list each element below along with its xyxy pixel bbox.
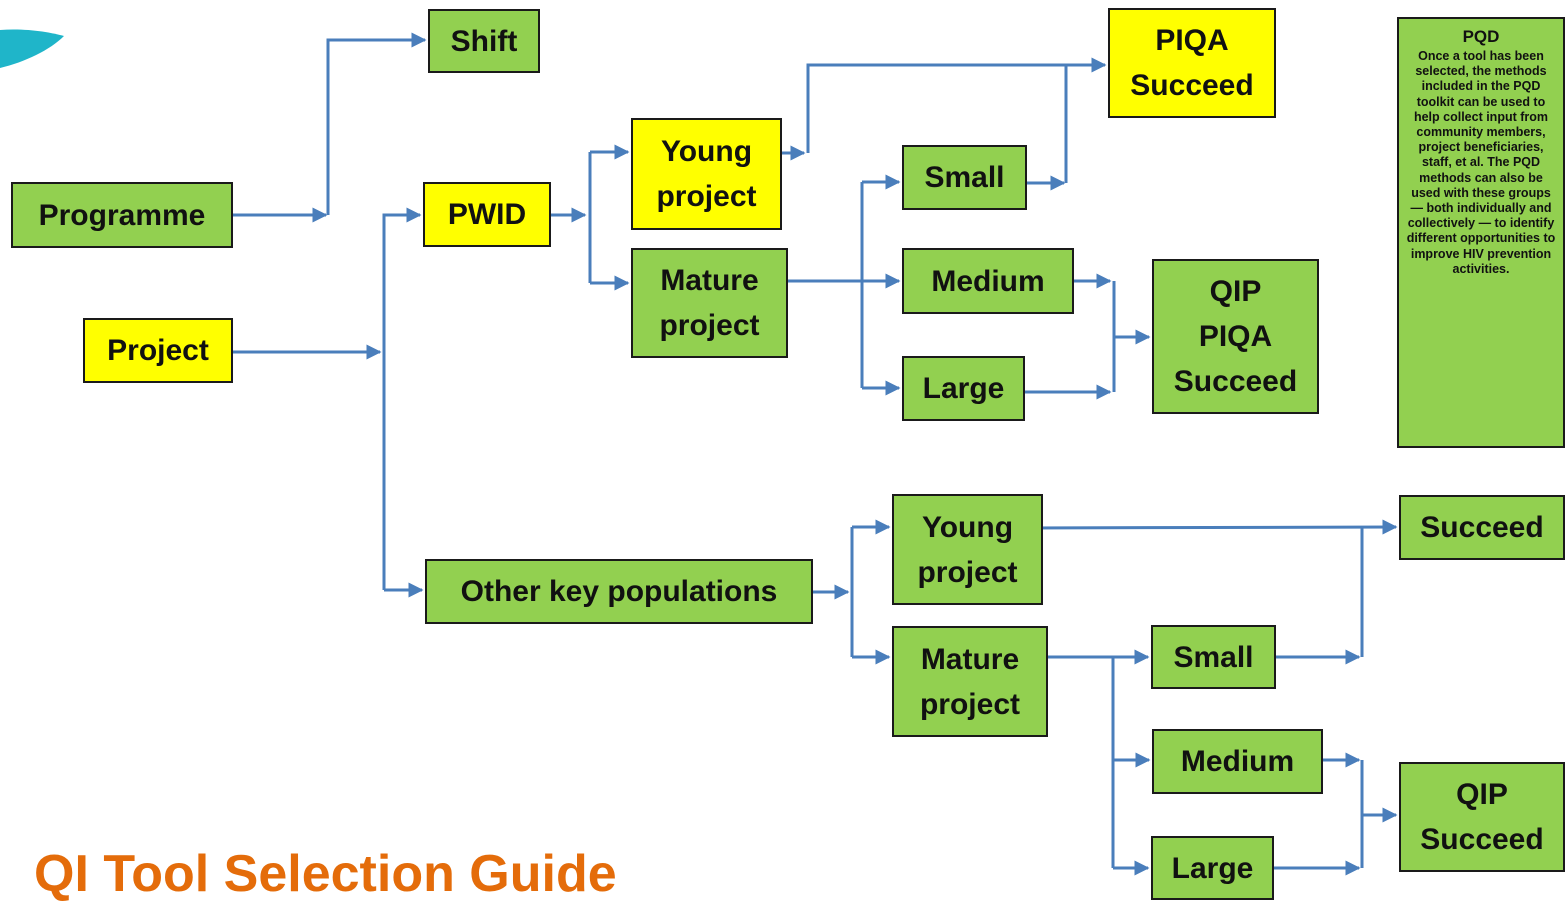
- other-key-populations-box: Other key populations: [425, 559, 813, 624]
- pwid-mature-line2: project: [659, 309, 760, 342]
- shift-label: Shift: [450, 24, 518, 58]
- other-medium-box: Medium: [1152, 729, 1323, 794]
- other-mature-line1: Mature: [920, 642, 1020, 676]
- pwid-young-project-box: Young project: [631, 118, 782, 230]
- pwid-qip-box: QIP PIQA Succeed: [1152, 259, 1319, 414]
- other-succeed-label: Succeed: [1420, 511, 1544, 544]
- other-medium-label: Medium: [1180, 745, 1295, 778]
- other-young-project-box: Young project: [892, 494, 1043, 605]
- pwid-piqa-line2: Succeed: [1130, 69, 1254, 102]
- connector-to-pwid-piqa: [806, 57, 1107, 153]
- pwid-large-label: Large: [922, 372, 1005, 405]
- pwid-qip-line3: Succeed: [1173, 365, 1298, 398]
- pqd-title: PQD: [1462, 27, 1500, 46]
- programme-box: Programme: [11, 182, 233, 248]
- other-succeed-box: Succeed: [1399, 495, 1565, 560]
- pwid-qip-line1: QIP: [1209, 275, 1262, 308]
- other-young-line2: project: [917, 555, 1018, 589]
- other-large-label: Large: [1171, 851, 1254, 885]
- connector-to-pwid: [382, 207, 422, 590]
- pwid-mature-project-box: Mature project: [631, 248, 788, 358]
- other-mature-line2: project: [919, 687, 1021, 721]
- programme-label: Programme: [38, 198, 206, 232]
- pwid-large-box: Large: [902, 356, 1025, 421]
- other-kp-label: Other key populations: [460, 575, 778, 608]
- shift-box: Shift: [428, 9, 540, 73]
- decorative-swoosh: [0, 29, 64, 69]
- other-small-label: Small: [1173, 640, 1254, 674]
- pwid-young-line2: project: [656, 180, 757, 213]
- pwid-piqa-line1: PIQA: [1155, 24, 1229, 57]
- connector-to-shift: [326, 32, 427, 215]
- pwid-label: PWID: [447, 198, 527, 231]
- project-label: Project: [107, 334, 209, 367]
- pwid-qip-line2: PIQA: [1198, 320, 1273, 353]
- pwid-small-box: Small: [902, 145, 1027, 210]
- pwid-young-line1: Young: [660, 135, 753, 168]
- pwid-medium-label: Medium: [931, 264, 1045, 298]
- pwid-piqa-succeed-box: PIQA Succeed: [1108, 8, 1276, 118]
- pwid-box: PWID: [423, 182, 551, 247]
- other-mature-project-box: Mature project: [892, 626, 1048, 737]
- other-qip-line2: Succeed: [1420, 823, 1544, 856]
- pwid-small-label: Small: [924, 161, 1005, 194]
- pqd-body: Once a tool has been selected, the metho…: [1406, 49, 1556, 276]
- other-large-box: Large: [1151, 836, 1274, 900]
- other-qip-box: QIP Succeed: [1399, 762, 1565, 872]
- pqd-note-box: PQD Once a tool has been selected, the m…: [1397, 17, 1565, 448]
- other-qip-line1: QIP: [1456, 778, 1508, 811]
- connector-to-other-succeed: [1024, 519, 1398, 535]
- other-small-box: Small: [1151, 625, 1276, 689]
- other-young-line1: Young: [921, 510, 1014, 544]
- project-box: Project: [83, 318, 233, 383]
- page-title: QI Tool Selection Guide: [34, 845, 617, 903]
- pwid-mature-line1: Mature: [660, 264, 759, 297]
- pwid-medium-box: Medium: [902, 248, 1074, 314]
